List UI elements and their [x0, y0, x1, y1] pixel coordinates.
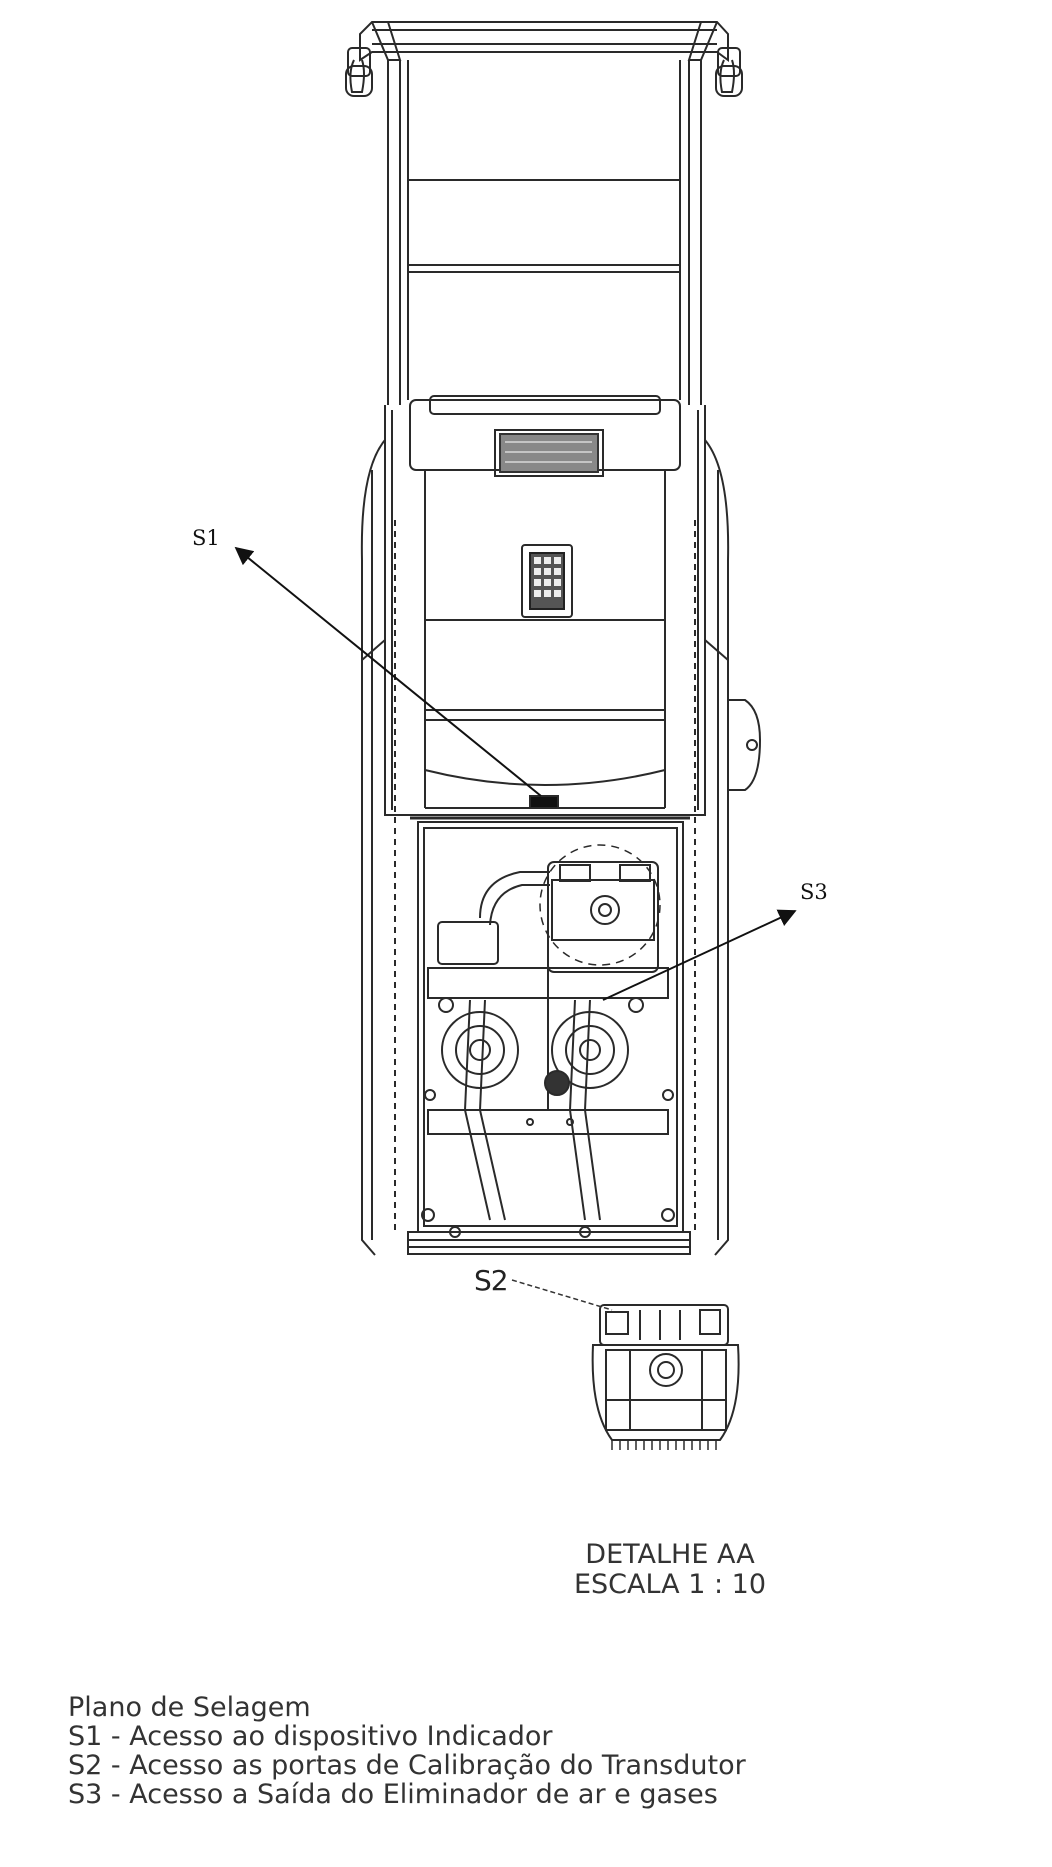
base-plate — [407, 1226, 691, 1255]
left-lamp — [345, 47, 373, 97]
s1-leader-arrow — [234, 546, 542, 797]
column-panels — [407, 179, 681, 273]
right-lamp — [715, 47, 743, 97]
legend-item-s1: S1 - Acesso ao dispositivo Indicador — [68, 1721, 553, 1752]
detail-scale: ESCALA 1 : 10 — [573, 1569, 767, 1600]
hydraulic-compartment — [410, 816, 690, 1233]
indicator-seal — [529, 795, 559, 809]
legend-title: Plano de Selagem — [68, 1692, 311, 1723]
side-housings — [360, 439, 762, 1256]
sealing-plan-legend: Plano de Selagem S1 - Acesso ao disposit… — [68, 1693, 746, 1809]
detail-title: DETALHE AA — [585, 1539, 755, 1570]
s3-leader-arrow — [602, 909, 797, 1001]
callout-s1: S1 — [192, 526, 220, 550]
legend-item-s2: S2 - Acesso as portas de Calibração do T… — [68, 1750, 746, 1781]
head-housing — [384, 395, 706, 816]
detail-aa-view — [591, 1304, 740, 1450]
s2-leader-line — [511, 1279, 613, 1311]
nameplate — [494, 429, 604, 477]
callout-s3: S3 — [800, 880, 828, 904]
detail-caption: DETALHE AA ESCALA 1 : 10 — [520, 1540, 820, 1600]
legend-item-s3: S3 - Acesso a Saída do Eliminador de ar … — [68, 1779, 718, 1810]
top-frame — [359, 21, 729, 405]
callout-s2: S2 — [474, 1264, 509, 1297]
keypad — [521, 544, 573, 618]
